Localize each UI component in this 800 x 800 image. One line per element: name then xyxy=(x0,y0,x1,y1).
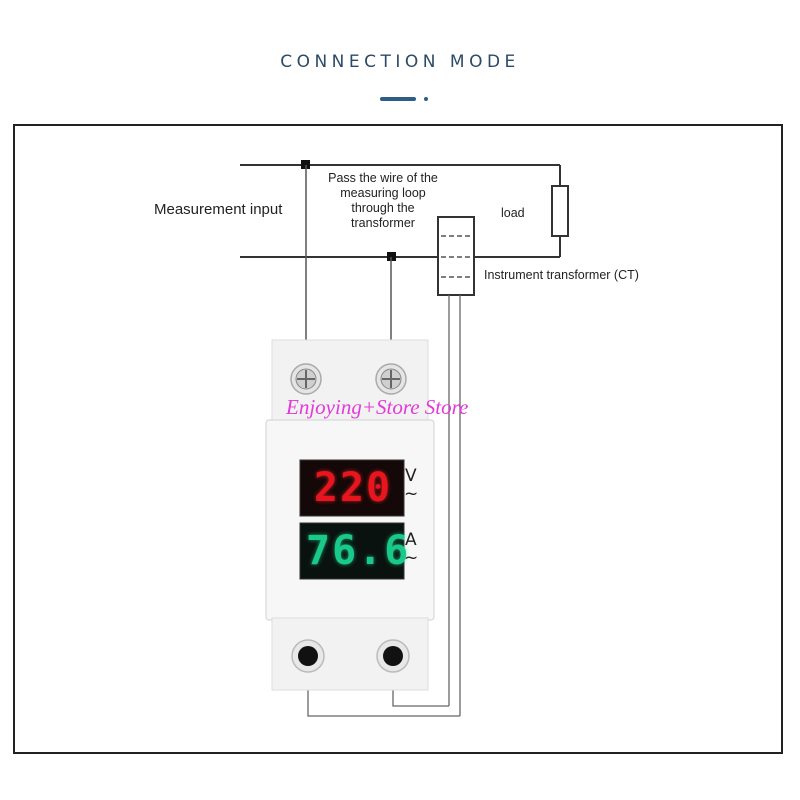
load-label: load xyxy=(501,206,525,220)
current-display-window xyxy=(299,522,405,580)
voltage-display-window xyxy=(299,459,405,517)
voltage-reading: 220 xyxy=(313,465,393,511)
title-underline-dot xyxy=(424,97,428,101)
pass-wire-label: Pass the wire of the measuring loop thro… xyxy=(328,171,438,230)
junction-top xyxy=(301,160,310,169)
current-ac-symbol: ~ xyxy=(404,548,419,568)
current-unit: A xyxy=(405,530,417,550)
current-reading: 76.6 xyxy=(306,528,411,574)
diagram-frame xyxy=(13,124,783,754)
title-underline xyxy=(380,97,416,101)
current-transformer xyxy=(437,216,475,296)
voltage-ac-symbol: ~ xyxy=(404,484,419,504)
load-resistor xyxy=(551,185,569,237)
junction-bottom xyxy=(387,252,396,261)
ct-label: Instrument transformer (CT) xyxy=(484,268,639,282)
store-watermark: Enjoying+Store Store xyxy=(286,395,469,419)
page-title: CONNECTION MODE xyxy=(280,52,520,72)
voltage-unit: V xyxy=(405,466,417,486)
measurement-input-label: Measurement input xyxy=(154,201,283,218)
device-front-panel xyxy=(265,419,435,621)
